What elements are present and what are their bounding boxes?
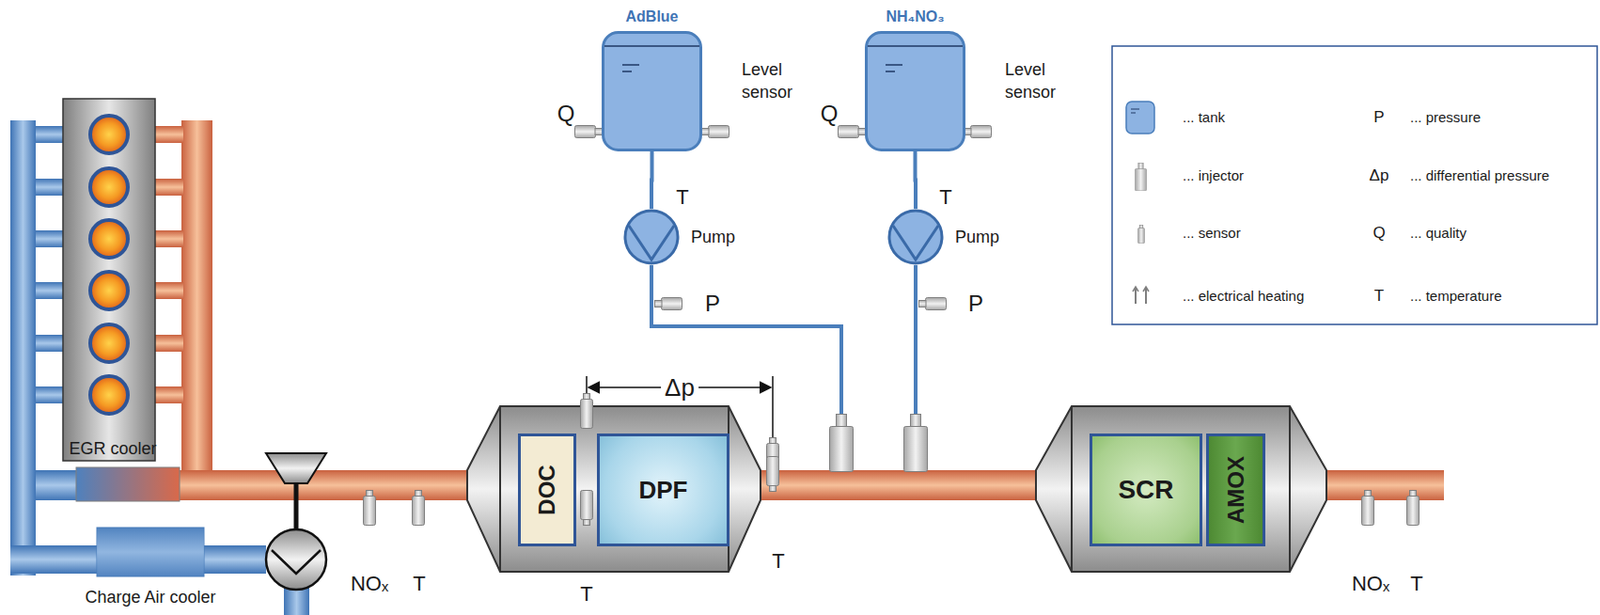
charge-air-cooler <box>96 527 204 577</box>
scr-housing <box>1035 406 1327 572</box>
tank-title: NH₄NO₃ <box>885 8 944 26</box>
box-label: AMOX <box>1223 455 1250 524</box>
legend-text: ... injector <box>1182 168 1244 185</box>
legend-symbol: Q <box>1372 224 1385 243</box>
part-label: T <box>1410 572 1423 596</box>
tank: NH₄NO₃ <box>864 31 966 152</box>
injector <box>904 414 928 472</box>
legend-text: ... electrical heating <box>1182 288 1304 305</box>
pump-shape <box>887 208 944 266</box>
dosing-lines <box>651 265 916 416</box>
part-label: EGR cooler <box>68 439 157 459</box>
legend-text: ... quality <box>1410 225 1467 242</box>
part-label: Level sensor <box>741 58 799 105</box>
part-label: T <box>580 582 593 606</box>
legend-symbol: P <box>1373 109 1384 127</box>
pump-label: Pump <box>690 227 736 248</box>
coolant-pipes <box>10 120 310 615</box>
tank-shape <box>601 31 703 152</box>
engine-block <box>62 98 156 461</box>
scr-box: SCR <box>1089 433 1203 547</box>
box-label: DPF <box>639 475 689 505</box>
part-label: Q <box>557 101 576 126</box>
supply-line <box>649 151 655 209</box>
egr-cooler <box>76 467 180 502</box>
pump: Pump <box>623 208 680 266</box>
part-label: T <box>771 549 785 573</box>
part-label: NOₓ <box>1351 572 1390 596</box>
amox-box: AMOX <box>1206 433 1266 547</box>
box-label: SCR <box>1117 474 1174 505</box>
part-label: T <box>412 572 425 596</box>
pump-shape <box>623 208 680 266</box>
box-label: DOC <box>533 464 561 515</box>
part-label: NOₓ <box>350 572 389 596</box>
legend-frame <box>1112 46 1598 325</box>
legend-text: ... sensor <box>1182 225 1241 242</box>
doc-box: DOC <box>517 433 577 547</box>
dpf-housing <box>467 406 761 572</box>
tank-shape <box>864 31 966 152</box>
tank-title: AdBlue <box>626 8 679 26</box>
legend-text: ... tank <box>1182 109 1225 126</box>
legend-text: ... pressure <box>1410 109 1481 126</box>
part-label: Q <box>820 101 839 126</box>
legend-text: ... differential pressure <box>1410 168 1550 185</box>
part-label: T <box>939 186 952 209</box>
part-label: P <box>705 291 721 316</box>
legend-symbol: Δp <box>1369 167 1390 186</box>
injector <box>830 414 854 472</box>
part-label: Charge Air cooler <box>84 588 216 608</box>
turbocharger <box>266 453 327 590</box>
pump: Pump <box>887 208 944 266</box>
part-label: P <box>968 291 984 316</box>
legend-text: ... temperature <box>1410 288 1503 305</box>
legend-symbol: T <box>1374 287 1384 306</box>
dimension-label: Δp <box>660 374 699 402</box>
pump-label: Pump <box>955 227 1000 248</box>
dpf-box: DPF <box>596 433 730 547</box>
part-label: T <box>675 186 689 209</box>
supply-line <box>913 151 919 209</box>
tank: AdBlue <box>601 31 703 152</box>
part-label: Level sensor <box>1004 58 1062 105</box>
